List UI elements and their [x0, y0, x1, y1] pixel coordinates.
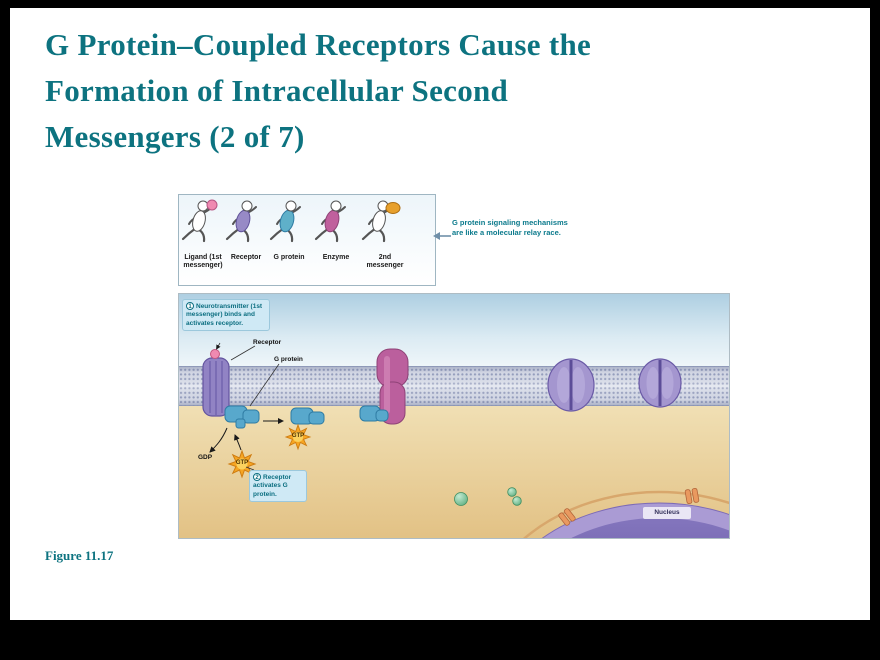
- neurotransmitter-ligand: [210, 349, 220, 359]
- second-messenger-molecule: [507, 487, 517, 497]
- nuclear-envelope: [523, 490, 729, 538]
- left-arrow-icon: [433, 228, 451, 246]
- gtp-starburst-1: [227, 449, 257, 479]
- ligand-ball-icon: [206, 199, 218, 211]
- relay-callout-text: G protein signaling mechanisms are like …: [452, 218, 568, 237]
- g-protein-2: [290, 407, 325, 425]
- relay-runners-graphic: [181, 199, 401, 243]
- title-line-2: Formation of Intracellular Second: [45, 73, 509, 108]
- runner-enzyme-icon: [314, 200, 346, 243]
- second-messenger-blob-icon: [385, 202, 401, 214]
- figure-area: Ligand (1st messenger) Receptor G protei…: [178, 194, 734, 540]
- slide: G Protein–Coupled Receptors Cause the Fo…: [10, 8, 870, 620]
- relay-race-panel: Ligand (1st messenger) Receptor G protei…: [178, 194, 436, 286]
- membrane-diagram-graphic: [179, 294, 729, 538]
- runner-label-ligand: Ligand (1st messenger): [183, 254, 223, 270]
- slide-title: G Protein–Coupled Receptors Cause the Fo…: [45, 22, 755, 160]
- channel-protein: [547, 358, 595, 412]
- channel-protein: [638, 358, 682, 408]
- runner-g-protein-icon: [269, 200, 301, 243]
- runner-label-enzyme: Enzyme: [322, 254, 350, 261]
- plasma-membrane: [179, 366, 729, 406]
- title-line-3: Messengers (2 of 7): [45, 119, 305, 154]
- runner-label-g-protein: G protein: [273, 254, 305, 261]
- title-line-1: G Protein–Coupled Receptors Cause the: [45, 27, 592, 62]
- gtp-starburst-2: [284, 423, 312, 451]
- second-messenger-molecule: [454, 492, 468, 506]
- runner-second-messenger-icon: [361, 200, 401, 243]
- extracellular-background: [179, 294, 729, 374]
- step-2-text: Receptor activates G protein.: [253, 474, 292, 498]
- annotation-lines: [209, 342, 284, 471]
- g-protein-1: [224, 405, 260, 429]
- step-2-number-badge: 2: [253, 473, 261, 481]
- runner-ligand-icon: [181, 199, 218, 243]
- step-1-text: Neurotransmitter (1st messenger) binds a…: [186, 303, 263, 327]
- nucleus-label: Nucleus: [643, 507, 691, 519]
- gtp-label-2: GTP: [291, 433, 305, 439]
- g-protein-at-enzyme: [359, 405, 389, 422]
- receptor-label: Receptor: [253, 339, 282, 346]
- g-protein-label: G protein: [274, 356, 303, 363]
- gtp-label-1: GTP: [235, 460, 249, 466]
- runner-receptor-icon: [225, 200, 257, 243]
- nuclear-pore-icon: [558, 508, 576, 526]
- second-messenger-molecule: [512, 496, 522, 506]
- figure-label: Figure 11.17: [45, 548, 114, 563]
- gdp-label: GDP: [198, 454, 213, 461]
- step-1-number-badge: 1: [186, 302, 194, 310]
- nuclear-pore-icon: [684, 487, 700, 505]
- runner-label-second-messenger: 2nd messenger: [366, 254, 404, 270]
- receptor-protein: [202, 357, 230, 417]
- runner-label-receptor: Receptor: [230, 254, 262, 261]
